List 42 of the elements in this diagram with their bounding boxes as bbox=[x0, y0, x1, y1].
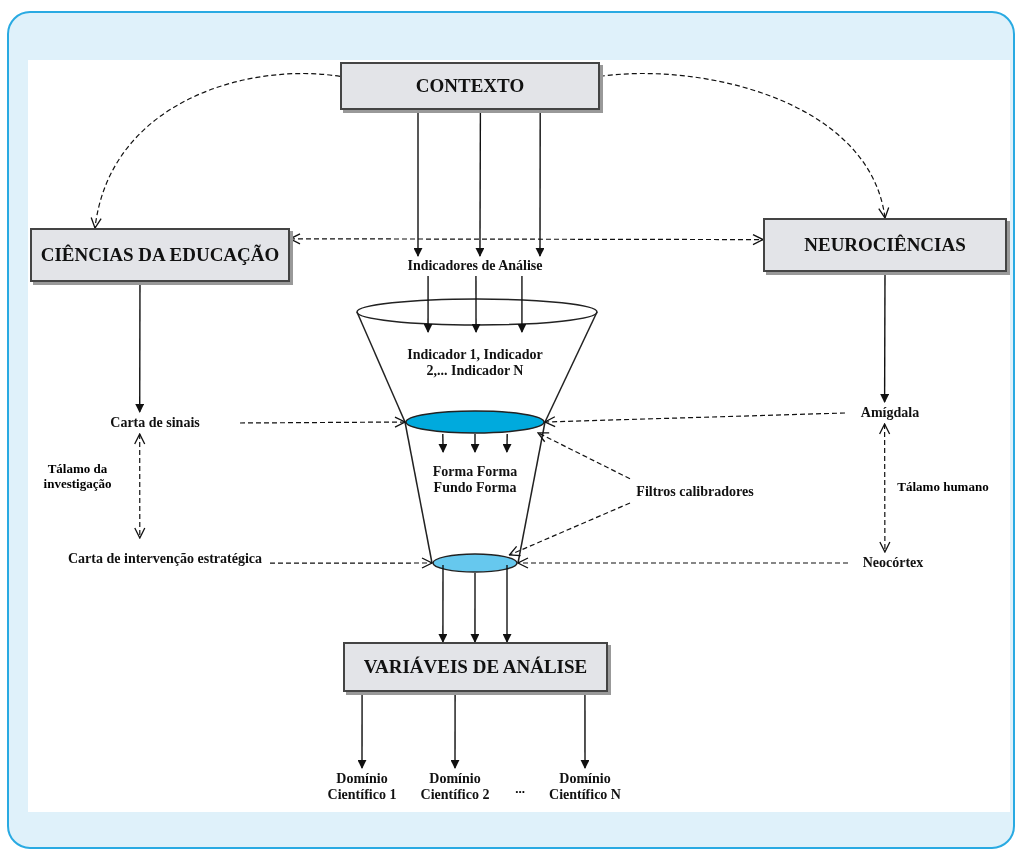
arrow bbox=[134, 433, 146, 539]
arrow bbox=[517, 275, 527, 333]
arrow bbox=[438, 564, 448, 643]
arrow bbox=[502, 564, 512, 643]
node-text: Domínio Científico 2 bbox=[415, 768, 495, 806]
arrow bbox=[423, 275, 433, 333]
arrow bbox=[470, 433, 480, 453]
box-title: CIÊNCIAS DA EDUCAÇÃO bbox=[40, 244, 280, 266]
box-title: VARIÁVEIS DE ANÁLISE bbox=[363, 656, 588, 678]
node-text: Carta de sinais bbox=[70, 412, 240, 434]
node-text: Amígdala bbox=[845, 402, 935, 424]
ellipsis-label: ... bbox=[514, 782, 526, 797]
node-text: Domínio Científico 1 bbox=[322, 768, 402, 806]
node-text: Indicador 1, Indicador 2,... Indicador N bbox=[400, 332, 550, 394]
arrow bbox=[91, 73, 341, 229]
process-box bbox=[343, 642, 608, 692]
node-text: Carta de intervenção estratégica bbox=[60, 538, 270, 580]
process-box bbox=[30, 228, 290, 282]
arrow bbox=[471, 275, 481, 333]
node-text: Forma Forma Fundo Forma bbox=[420, 452, 530, 508]
node-text: Indicadores de Análise bbox=[380, 256, 570, 276]
edge-label: Tálamo humano bbox=[896, 480, 990, 495]
filter-ellipse bbox=[432, 553, 518, 573]
arrow bbox=[438, 433, 448, 453]
arrow bbox=[517, 557, 849, 569]
box-title: CONTEXTO bbox=[415, 75, 525, 97]
arrow bbox=[544, 412, 846, 428]
process-box bbox=[340, 62, 600, 110]
node-text: Domínio Científico N bbox=[545, 768, 625, 806]
node-text: Filtros calibradores bbox=[630, 470, 760, 514]
process-box bbox=[763, 218, 1007, 272]
edge-label: Tálamo da investigação bbox=[42, 462, 113, 492]
arrow bbox=[269, 557, 433, 569]
arrow bbox=[239, 416, 406, 428]
box-title: NEUROCIÊNCIAS bbox=[804, 234, 966, 256]
arrow bbox=[878, 423, 891, 553]
arrow bbox=[508, 502, 631, 557]
arrow bbox=[470, 572, 480, 643]
filter-ellipse bbox=[405, 410, 545, 434]
arrow bbox=[537, 432, 631, 480]
node-text: Neocórtex bbox=[848, 552, 938, 574]
arrow bbox=[502, 433, 512, 453]
